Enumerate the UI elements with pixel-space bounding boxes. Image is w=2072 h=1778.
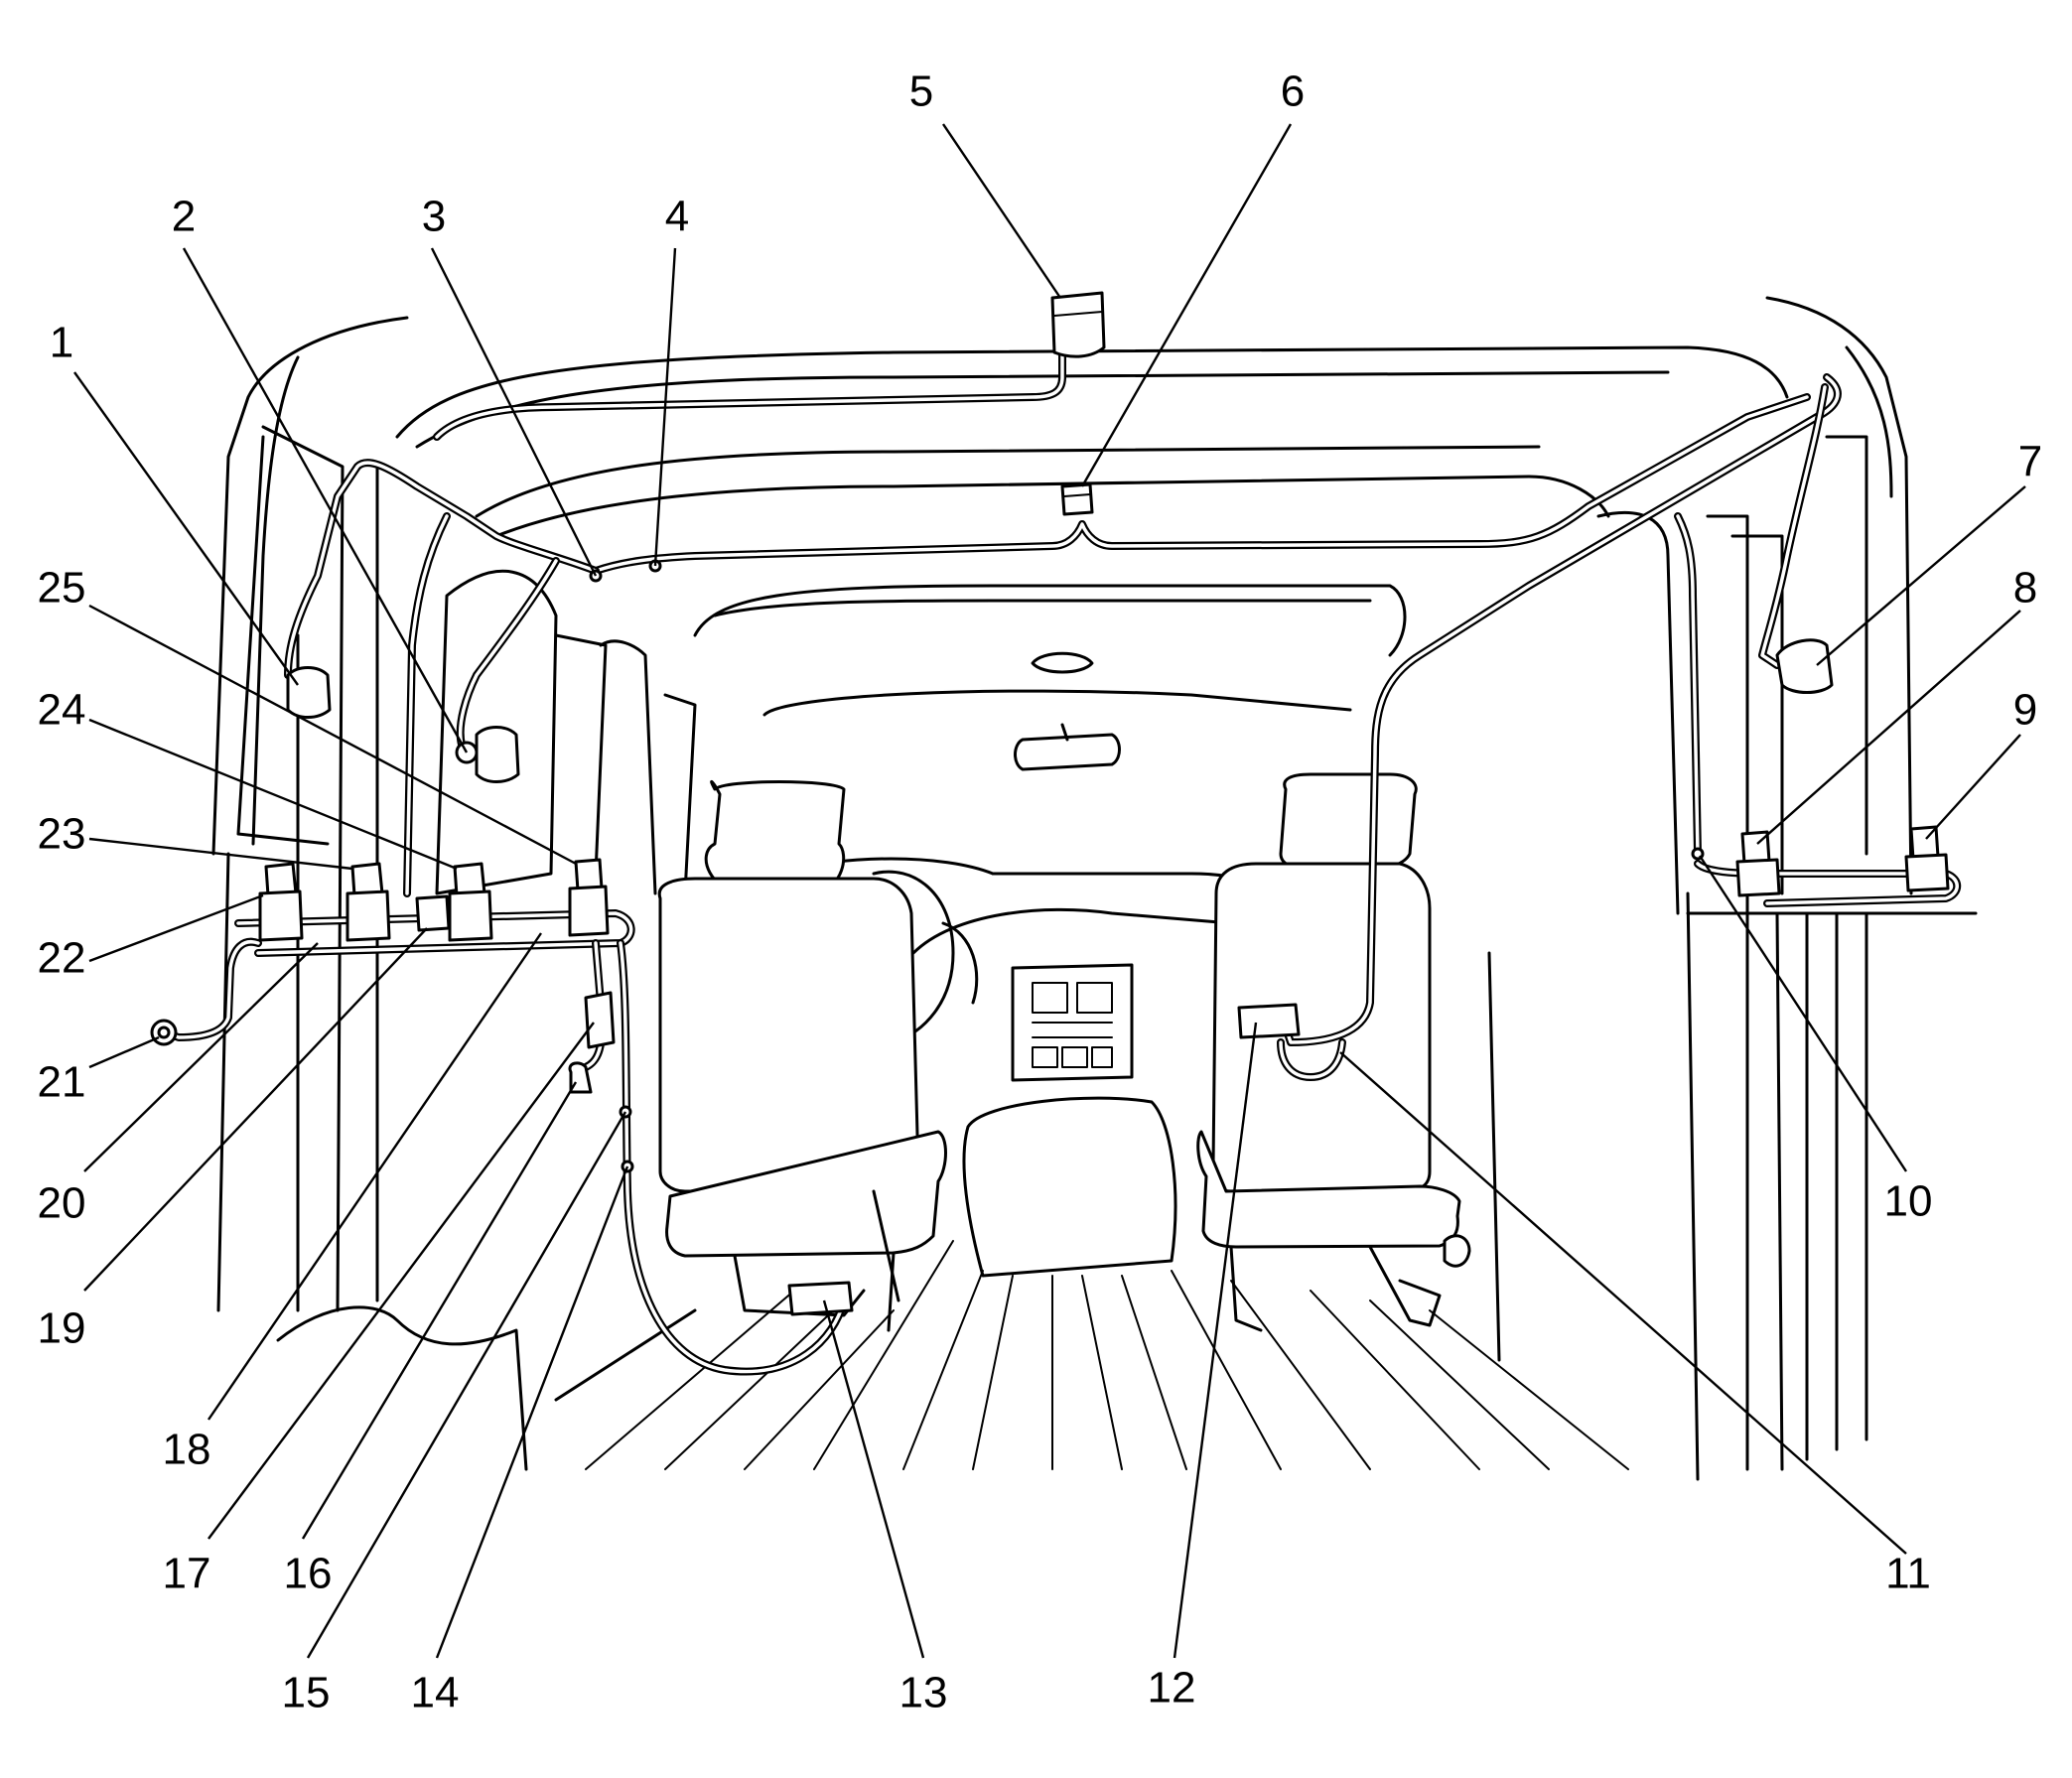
callout-11: 11 — [1885, 1550, 1931, 1598]
callout-15: 15 — [282, 1669, 331, 1717]
callout-labels: 1 2 3 4 5 6 7 8 9 10 11 12 13 14 15 16 1… — [38, 68, 2043, 1717]
callout-3: 3 — [422, 193, 446, 241]
callout-19: 19 — [38, 1304, 86, 1353]
callout-24: 24 — [38, 686, 86, 735]
callout-16: 16 — [284, 1550, 333, 1598]
wire-harness — [160, 343, 1962, 1376]
callout-6: 6 — [1281, 68, 1305, 116]
callout-5: 5 — [909, 68, 933, 116]
callout-13: 13 — [899, 1669, 948, 1717]
callout-14: 14 — [411, 1669, 460, 1717]
callout-12: 12 — [1148, 1664, 1196, 1712]
callout-2: 2 — [172, 193, 196, 241]
right-front-seat — [1196, 772, 1461, 1332]
callout-22: 22 — [38, 934, 86, 983]
callout-17: 17 — [163, 1550, 211, 1598]
callout-7: 7 — [2018, 438, 2042, 486]
callout-21: 21 — [38, 1058, 86, 1107]
callout-23: 23 — [38, 810, 86, 859]
leader-lines — [73, 123, 2026, 1659]
callout-20: 20 — [38, 1179, 86, 1228]
vehicle-body — [211, 296, 1978, 1481]
callout-18: 18 — [163, 1426, 211, 1474]
callout-10: 10 — [1884, 1177, 1933, 1226]
callout-1: 1 — [50, 319, 73, 367]
left-front-seat — [657, 779, 947, 1332]
callout-9: 9 — [2013, 686, 2037, 735]
callout-8: 8 — [2013, 564, 2037, 613]
components — [150, 291, 1950, 1316]
callout-4: 4 — [665, 193, 689, 241]
callout-25: 25 — [38, 564, 86, 613]
